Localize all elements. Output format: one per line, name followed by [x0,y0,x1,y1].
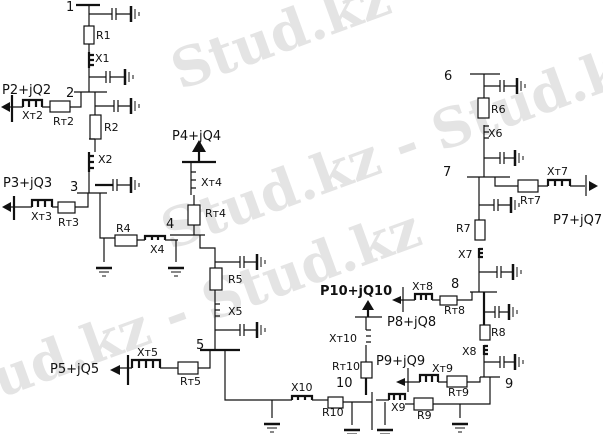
load-p2-label: P2+jQ2 [2,83,51,98]
rt9-label: Rт9 [448,386,469,399]
node-9-label: 9 [505,377,513,392]
xt2-label: Xт2 [22,109,43,122]
node-6-label: 6 [444,69,452,84]
xt3-label: Xт3 [31,210,52,223]
r2-label: R2 [104,121,119,134]
rt4-label: Rт4 [205,207,226,220]
xt10-label: Xт10 [329,332,357,345]
node-1-label: 1 [66,0,74,15]
xt5-label: Xт5 [137,346,158,359]
rt3-label: Rт3 [58,216,79,229]
load-p5-label: P5+jQ5 [50,362,99,377]
rt7-label: Rт7 [520,194,541,207]
x5-label: X5 [228,305,243,318]
node-8-label: 8 [451,277,459,292]
node-4-label: 4 [166,217,174,232]
load-p7-label: P7+jQ7 [553,213,602,228]
r1-label: R1 [96,29,111,42]
r4-label: R4 [116,222,131,235]
rt10-label: Rт10 [332,360,360,373]
x7-label: X7 [458,248,473,261]
xt7-label: Xт7 [547,165,568,178]
r7-label: R7 [456,222,471,235]
transformer-labels: Xт2 Rт2 Xт3 Rт3 Xт4 Rт4 Xт5 Rт5 Xт7 Rт7 … [22,109,568,399]
load-p4-label: P4+jQ4 [172,129,221,144]
x9-label: X9 [391,401,406,414]
load-p10-label: P10+jQ10 [320,284,392,299]
x8-label: X8 [462,345,477,358]
node-2-label: 2 [66,86,74,101]
rt8-label: Rт8 [444,304,465,317]
node-5-label: 5 [196,338,204,353]
xt9-label: Xт9 [432,362,453,375]
r8-label: R8 [491,326,506,339]
x10-label: X10 [291,381,313,394]
r5-label: R5 [228,273,243,286]
node-labels: 1 2 3 4 5 6 7 8 9 10 [66,0,513,392]
load-p3-label: P3+jQ3 [3,176,52,191]
r6-label: R6 [491,103,506,116]
branch-labels: R1 X1 R2 X2 R4 X4 R5 X5 R6 X6 R7 X7 R8 X… [95,29,506,422]
load-p8-label: P8+jQ8 [387,315,436,330]
x1-label: X1 [95,52,110,65]
x2-label: X2 [98,153,113,166]
x4-label: X4 [150,243,165,256]
load-p9-label: P9+jQ9 [376,354,425,369]
rt5-label: Rт5 [180,375,201,388]
rt2-label: Rт2 [53,115,74,128]
node-7-label: 7 [443,165,451,180]
load-labels: P2+jQ2 P3+jQ3 P4+jQ4 P5+jQ5 P7+jQ7 P8+jQ… [2,83,602,377]
wires [1,3,598,434]
node-10-label: 10 [336,376,353,391]
xt4-label: Xт4 [201,176,222,189]
node-3-label: 3 [70,180,78,195]
r9-label: R9 [417,409,432,422]
x6-label: X6 [488,127,503,140]
xt8-label: Xт8 [412,280,433,293]
r10-label: R10 [322,406,344,419]
